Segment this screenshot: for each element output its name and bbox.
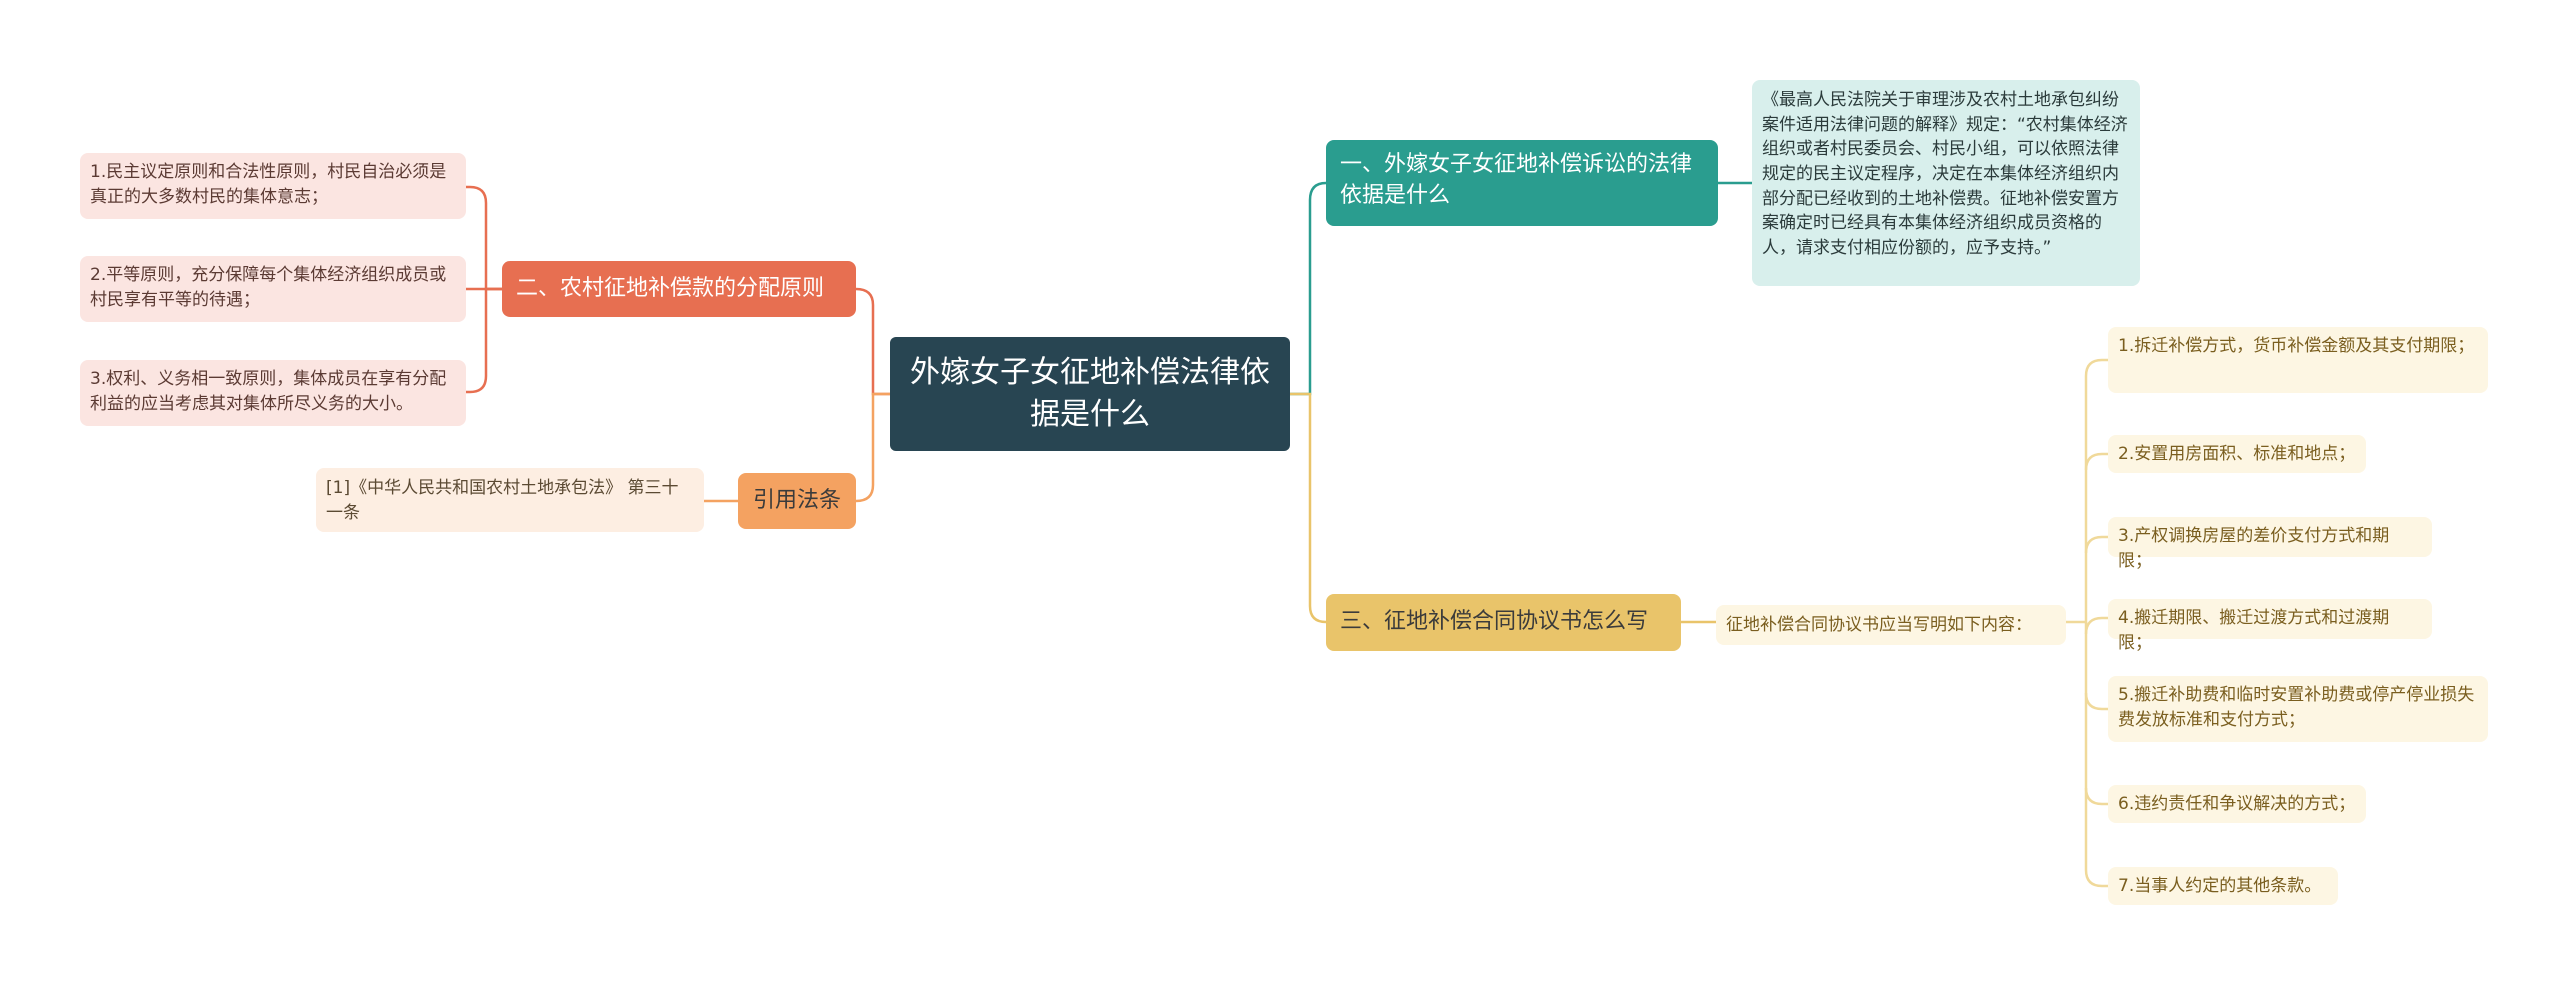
sub-node-agreement-contents[interactable]: 征地补偿合同协议书应当写明如下内容： — [1716, 605, 2066, 645]
leaf-node-principle-1[interactable]: 1.民主议定原则和合法性原则，村民自治必须是真正的大多数村民的集体意志； — [80, 153, 466, 219]
leaf-node-clause-4[interactable]: 4.搬迁期限、搬迁过渡方式和过渡期限； — [2108, 599, 2432, 653]
branch1-detail: 《最高人民法院关于审理涉及农村土地承包纠纷案件适用法律问题的解释》规定：“农村集… — [1762, 90, 2128, 258]
leaf-node-clause-3[interactable]: 3.产权调换房屋的差价支付方式和期限； — [2108, 517, 2432, 571]
root-node[interactable]: 外嫁女子女征地补偿法律依据是什么 — [890, 337, 1290, 451]
links-middle-leaves — [2066, 358, 2108, 888]
clause-6-text: 6.违约责任和争议解决的方式； — [2118, 794, 2356, 814]
branch2-label: 二、农村征地补偿款的分配原则 — [516, 275, 825, 301]
principle-2-text: 2.平等原则，充分保障每个集体经济组织成员或村民享有平等的待遇； — [90, 265, 447, 310]
link-branch2-leaf3 — [466, 287, 502, 394]
leaf-node-clause-6[interactable]: 6.违约责任和争议解决的方式； — [2108, 785, 2366, 823]
branch-node-distribution-principles[interactable]: 二、农村征地补偿款的分配原则 — [502, 261, 856, 317]
principle-3-text: 3.权利、义务相一致原则，集体成员在享有分配利益的应当考虑其对集体所尽义务的大小… — [90, 369, 447, 414]
clause-7-text: 7.当事人约定的其他条款。 — [2118, 876, 2322, 896]
leaf-node-principle-2[interactable]: 2.平等原则，充分保障每个集体经济组织成员或村民享有平等的待遇； — [80, 256, 466, 322]
branch3-middle: 征地补偿合同协议书应当写明如下内容： — [1726, 614, 2032, 635]
clause-4-text: 4.搬迁期限、搬迁过渡方式和过渡期限； — [2118, 608, 2390, 653]
branch-node-litigation-basis[interactable]: 一、外嫁女子女征地补偿诉讼的法律依据是什么 — [1326, 140, 1718, 226]
clause-1-text: 1.拆迁补偿方式，货币补偿金额及其支付期限； — [2118, 336, 2475, 356]
branch-node-cited-law[interactable]: 引用法条 — [738, 473, 856, 529]
leaf-node-clause-5[interactable]: 5.搬迁补助费和临时安置补助费或停产停业损失费发放标准和支付方式； — [2108, 676, 2488, 742]
link-root-branch2 — [855, 287, 890, 396]
link-root-branch3 — [1290, 392, 1327, 624]
link-root-branch4 — [855, 392, 890, 503]
clause-2-text: 2.安置用房面积、标准和地点； — [2118, 444, 2356, 464]
leaf-node-principle-3[interactable]: 3.权利、义务相一致原则，集体成员在享有分配利益的应当考虑其对集体所尽义务的大小… — [80, 360, 466, 426]
branch4-detail: [1]《中华人民共和国农村土地承包法》 第三十一条 — [326, 478, 679, 523]
leaf-node-clause-7[interactable]: 7.当事人约定的其他条款。 — [2108, 867, 2338, 905]
clause-3-text: 3.产权调换房屋的差价支付方式和期限； — [2118, 526, 2390, 571]
clause-5-text: 5.搬迁补助费和临时安置补助费或停产停业损失费发放标准和支付方式； — [2118, 685, 2475, 730]
branch1-label: 一、外嫁女子女征地补偿诉讼的法律依据是什么 — [1340, 152, 1693, 208]
link-root-branch1 — [1290, 181, 1327, 396]
leaf-node-judicial-interpretation[interactable]: 《最高人民法院关于审理涉及农村土地承包纠纷案件适用法律问题的解释》规定：“农村集… — [1752, 80, 2140, 286]
branch3-label: 三、征地补偿合同协议书怎么写 — [1340, 609, 1649, 635]
principle-1-text: 1.民主议定原则和合法性原则，村民自治必须是真正的大多数村民的集体意志； — [90, 162, 447, 207]
branch4-label: 引用法条 — [752, 487, 841, 513]
link-branch2-leaf1 — [466, 185, 502, 291]
leaf-node-clause-1[interactable]: 1.拆迁补偿方式，货币补偿金额及其支付期限； — [2108, 327, 2488, 393]
root-label: 外嫁女子女征地补偿法律依据是什么 — [910, 355, 1270, 432]
leaf-node-cited-law-detail[interactable]: [1]《中华人民共和国农村土地承包法》 第三十一条 — [316, 468, 704, 532]
branch-node-agreement-writing[interactable]: 三、征地补偿合同协议书怎么写 — [1326, 594, 1681, 651]
leaf-node-clause-2[interactable]: 2.安置用房面积、标准和地点； — [2108, 435, 2366, 473]
